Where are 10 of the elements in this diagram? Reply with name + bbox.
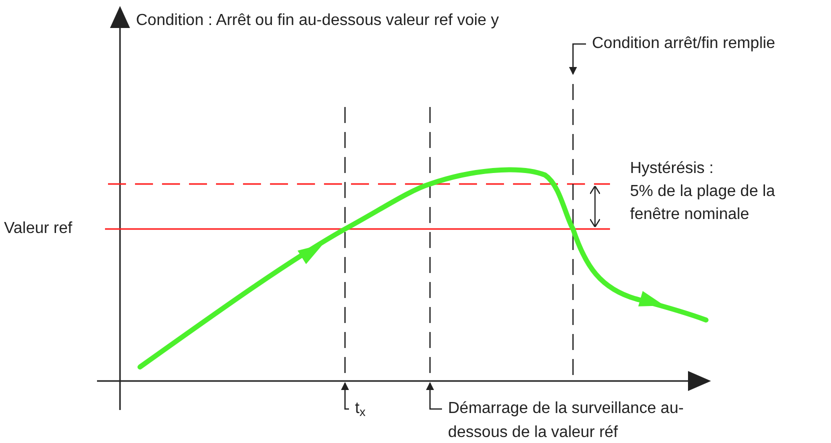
annotation-label: Hystérésis : <box>630 159 715 179</box>
leader-line <box>426 382 442 410</box>
annotation-label: Valeur ref <box>4 219 74 239</box>
annotation-text: Condition arrêt/fin remplie <box>592 32 830 56</box>
annotation-text: Démarrage de la surveillance au-dessous de la valeur réf <box>448 397 688 443</box>
leader-line <box>569 43 586 75</box>
annotation-label: Condition : Arrêt ou fin au-dessous valeur ref voie y <box>136 11 500 31</box>
leader-line <box>341 382 349 410</box>
annotation-label: 5% de la plage de la fenêtre nominale <box>630 182 776 225</box>
annotation-text: t$_{x}$ <box>355 397 385 421</box>
